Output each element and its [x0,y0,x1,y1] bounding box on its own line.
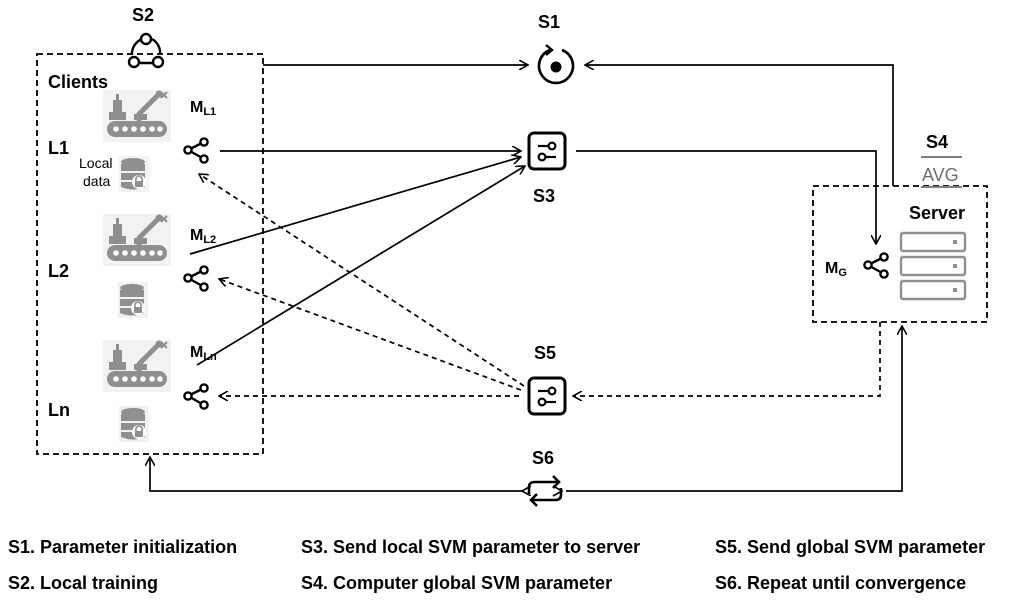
parameter-slider-icon-s3 [527,131,567,171]
model-label-ln: MLn [190,344,217,363]
share-graph-icon-ln [183,383,209,410]
step-label-s2: S2 [132,5,154,25]
server-box [812,185,988,323]
step-label-s1: S1 [538,12,560,32]
client-label-l1: L1 [48,138,69,158]
legend-s3: S3. Send local SVM parameter to server [301,537,641,557]
arrow-s5-to-ml2 [219,279,522,391]
locked-database-icon-ln [118,405,150,443]
model-label-l2: ML2 [190,227,216,246]
clients-box [36,53,264,455]
legend-s5: S5. Send global SVM parameter [715,537,986,557]
locked-database-icon-l1 [118,155,150,193]
share-graph-icon-server [863,252,889,279]
share-graph-icon-l1 [183,137,209,164]
local-data-label-line2: data [83,173,110,189]
robot-arm-conveyor-icon-l1 [103,90,171,142]
robot-arm-conveyor-icon-l2 [103,214,171,266]
arrow-s3-to-server [576,150,876,244]
model-label-l1: ML1 [190,99,216,118]
step-label-s4: S4 [926,132,948,152]
arrow-server-to-s1 [585,65,894,186]
model-label-server: MG [825,260,847,279]
connectors [150,65,902,491]
step-label-s6: S6 [532,448,554,468]
arrow-s6-to-clients [150,457,522,492]
parameter-slider-icon-s5 [527,376,567,416]
step-label-s3: S3 [533,186,555,206]
legend-s2: S2. Local training [8,573,159,593]
step-label-s5: S5 [534,343,556,363]
arrow-mln-to-s3 [196,166,525,366]
refresh-target-icon [537,44,575,85]
arrow-s6-to-server [566,326,902,492]
arrow-server-to-s5 [573,322,881,396]
cycle-nodes-icon [127,32,165,69]
share-graph-icon-l2 [183,265,209,292]
arrow-ml2-to-s3 [189,157,521,255]
server-rack-icon [899,231,967,301]
repeat-arrows-icon [527,475,563,507]
server-title: Server [909,203,965,223]
client-label-ln: Ln [48,400,70,420]
legend-s6: S6. Repeat until convergence [715,573,967,593]
legend-s4: S4. Computer global SVM parameter [301,573,613,593]
robot-arm-conveyor-icon-ln [103,340,171,392]
arrow-s5-to-ml1 [199,174,525,387]
client-label-l2: L2 [48,261,69,281]
legend-s1: S1. Parameter initialization [8,537,238,557]
local-data-label-line1: Local [79,155,112,171]
avg-label: AVG [922,165,959,185]
locked-database-icon-l2 [117,281,149,319]
clients-title: Clients [48,72,108,92]
